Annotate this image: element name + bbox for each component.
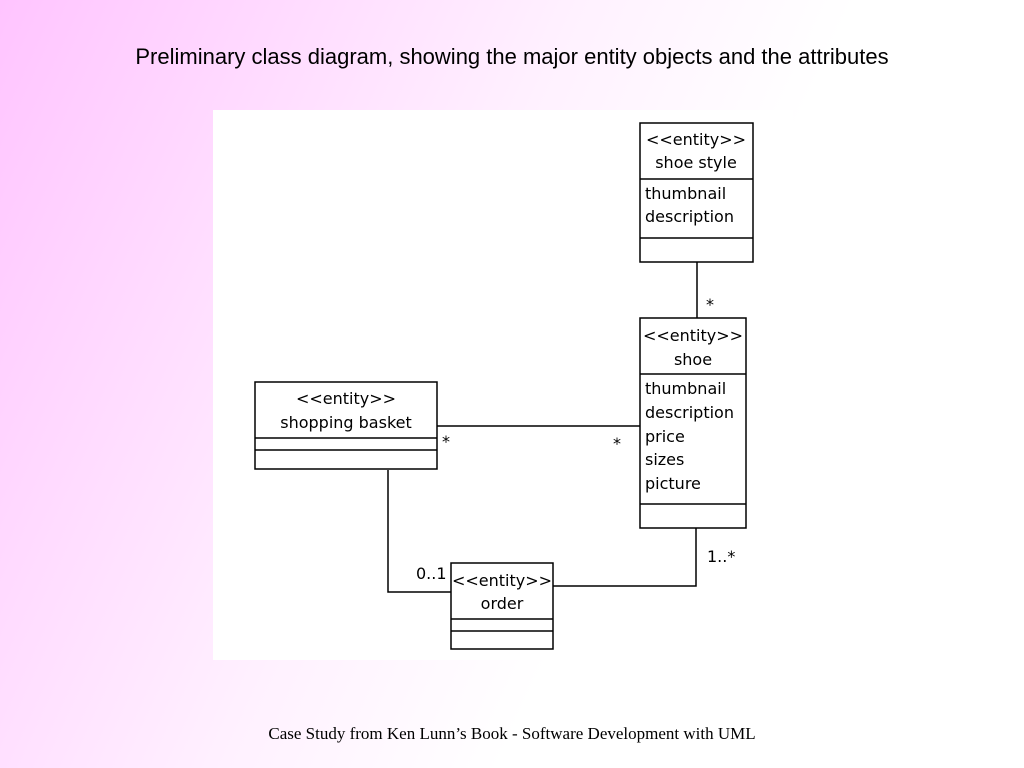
shoe-attribute: price	[645, 427, 685, 446]
multiplicity-order-basket: 0..1	[416, 564, 447, 583]
association-basket-order	[387, 470, 451, 593]
shoe-attribute: picture	[645, 474, 701, 493]
shoe-name: shoe	[674, 350, 712, 369]
shoe-attribute: description	[645, 403, 734, 422]
shoe-style-attribute: thumbnail	[645, 184, 726, 203]
shoe-attribute: thumbnail	[645, 379, 726, 398]
class-shopping-basket	[254, 381, 438, 470]
class-order	[450, 562, 554, 650]
shoe-attribute: sizes	[645, 450, 684, 469]
multiplicity-shoe-end: *	[613, 434, 621, 453]
class-shoe-style	[639, 122, 754, 263]
shoe-style-name: shoe style	[655, 153, 737, 172]
shopping-basket-stereotype: <<entity>>	[296, 389, 396, 408]
class-shoe	[639, 317, 747, 529]
shoe-stereotype: <<entity>>	[643, 326, 743, 345]
association-shoe-order	[553, 528, 697, 587]
order-name: order	[481, 594, 524, 613]
multiplicity-shoe-style-shoe: *	[706, 295, 714, 314]
multiplicity-basket-end: *	[442, 432, 450, 451]
shoe-style-stereotype: <<entity>>	[646, 130, 746, 149]
slide-footer: Case Study from Ken Lunn’s Book - Softwa…	[268, 724, 756, 743]
multiplicity-shoe-order: 1..*	[707, 547, 735, 566]
shoe-style-attribute: description	[645, 207, 734, 226]
shopping-basket-name: shopping basket	[280, 413, 412, 432]
slide-title: Preliminary class diagram, showing the m…	[135, 44, 889, 69]
order-stereotype: <<entity>>	[452, 571, 552, 590]
class-diagram: <<entity>> shoe style thumbnail descript…	[213, 110, 793, 660]
class-diagram-canvas: <<entity>> shoe style thumbnail descript…	[254, 122, 754, 650]
